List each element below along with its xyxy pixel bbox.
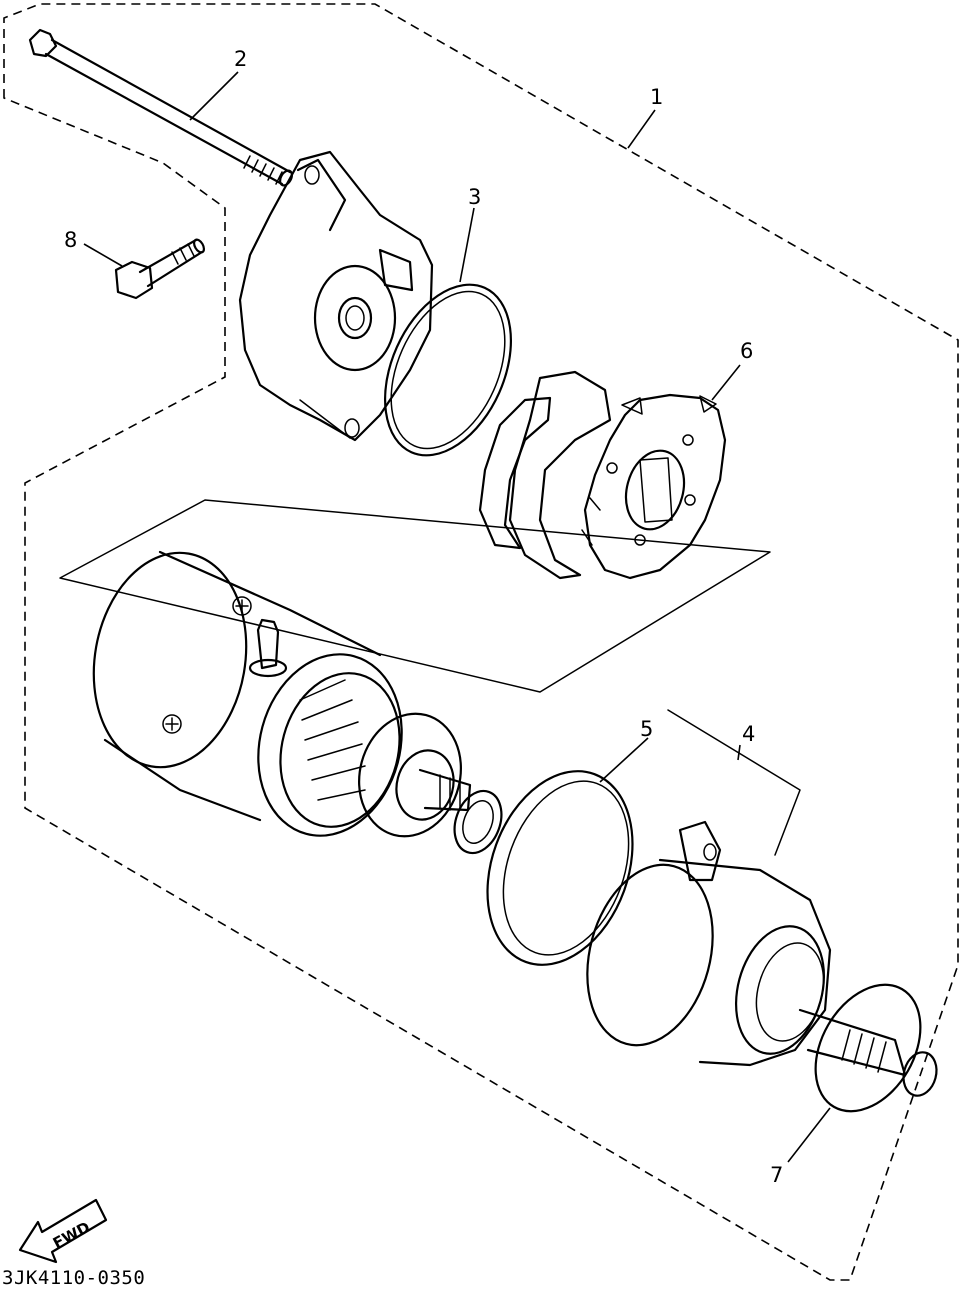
leader-2 — [189, 71, 239, 121]
leader-8 — [83, 243, 123, 267]
callout-8: 8 — [64, 228, 77, 252]
brush-plate — [581, 393, 727, 580]
leader-6 — [711, 364, 741, 401]
callout-7: 7 — [770, 1163, 783, 1187]
callout-5: 5 — [640, 717, 653, 741]
small-washer — [453, 789, 503, 855]
motor-yoke — [92, 550, 472, 838]
callout-6: 6 — [740, 339, 753, 363]
diagram-code: 3JK4110-0350 — [2, 1267, 145, 1289]
brush-holder — [478, 370, 612, 580]
callout-1: 1 — [650, 85, 663, 109]
brush-group-bracket — [59, 499, 771, 693]
leader-7 — [787, 1107, 831, 1163]
callout-3: 3 — [468, 185, 481, 209]
leader-3 — [459, 207, 475, 283]
fwd-arrow-icon: FWD — [18, 1198, 108, 1264]
rear-cover — [238, 150, 434, 442]
front-cover — [586, 820, 938, 1097]
front-cover-bracket — [667, 709, 801, 856]
leader-1 — [627, 109, 656, 149]
short-bolt — [114, 238, 206, 300]
o-ring-rear — [383, 283, 513, 457]
leader-4 — [737, 744, 741, 761]
o-ring-front — [486, 770, 634, 966]
callout-4: 4 — [742, 722, 755, 746]
leader-5 — [599, 737, 649, 783]
callout-2: 2 — [234, 47, 247, 71]
o-ring-shaft — [814, 983, 922, 1113]
long-bolt — [28, 28, 293, 187]
